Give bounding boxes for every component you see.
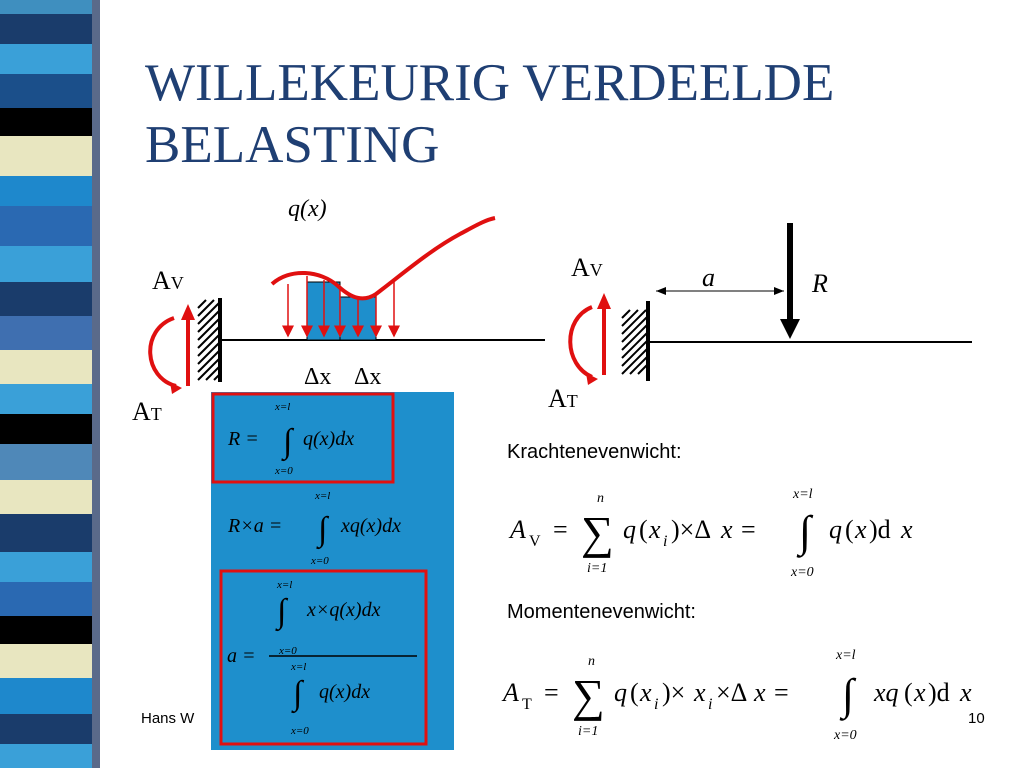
svg-text:∑: ∑ bbox=[581, 507, 614, 558]
svg-text:=: = bbox=[553, 515, 568, 544]
slide-number: 10 bbox=[968, 710, 985, 727]
svg-text:i: i bbox=[654, 696, 658, 713]
svg-text:)×: )× bbox=[662, 678, 685, 707]
svg-text:x=0: x=0 bbox=[790, 565, 814, 580]
fixed-support-wall-right bbox=[621, 301, 650, 381]
svg-text:x: x bbox=[854, 515, 867, 544]
fixed-support-wall bbox=[197, 298, 222, 382]
force-equilibrium-heading: Krachtenevenwicht: bbox=[507, 441, 682, 463]
load-curve bbox=[270, 216, 496, 301]
highlight-box-resultant bbox=[211, 392, 395, 484]
force-equilibrium-equation: A V = n ∑ i=1 q ( x i )×Δ x = x=l ∫ x=0 … bbox=[508, 487, 913, 580]
svg-text:∫: ∫ bbox=[275, 593, 289, 632]
svg-text:∑: ∑ bbox=[572, 670, 605, 721]
svg-text:)d: )d bbox=[928, 678, 950, 707]
slide-title: WILLEKEURIG VERDEELDE BELASTING bbox=[145, 52, 1005, 176]
svg-text:x: x bbox=[648, 515, 661, 544]
svg-text:R =: R = bbox=[227, 428, 259, 450]
svg-text:(: ( bbox=[630, 678, 639, 707]
svg-text:x: x bbox=[753, 678, 766, 707]
svg-text:A: A bbox=[508, 515, 526, 544]
svg-text:q: q bbox=[614, 678, 627, 707]
decorative-stripe-column bbox=[0, 0, 100, 768]
svg-text:(: ( bbox=[639, 515, 648, 544]
svg-text:x: x bbox=[693, 678, 706, 707]
svg-text:x: x bbox=[639, 678, 652, 707]
svg-text:x=0: x=0 bbox=[833, 728, 857, 743]
svg-text:xq(x)dx: xq(x)dx bbox=[340, 515, 401, 537]
svg-text:)d: )d bbox=[869, 515, 891, 544]
svg-text:x: x bbox=[913, 678, 926, 707]
title-line-2: BELASTING bbox=[145, 116, 440, 174]
svg-text:n: n bbox=[588, 654, 595, 669]
svg-text:)×Δ: )×Δ bbox=[671, 515, 711, 544]
formula-panel: x=l R = ∫ q(x)dx x=0 x=l R×a = ∫ xq(x)dx… bbox=[211, 392, 454, 750]
distance-label: a bbox=[702, 263, 715, 292]
formula-panel-equations: x=l R = ∫ q(x)dx x=0 x=l R×a = ∫ xq(x)dx… bbox=[211, 392, 428, 746]
vertical-reaction-label-left: AV bbox=[152, 266, 184, 295]
svg-text:V: V bbox=[529, 533, 541, 550]
svg-text:q(x)dx: q(x)dx bbox=[303, 428, 354, 450]
distributed-load-diagram bbox=[148, 216, 545, 394]
delta-x-label-2: Δx bbox=[354, 364, 382, 390]
svg-text:∫: ∫ bbox=[796, 507, 814, 558]
svg-text:x: x bbox=[959, 678, 972, 707]
svg-text:=: = bbox=[544, 678, 559, 707]
svg-text:∫: ∫ bbox=[291, 675, 305, 714]
svg-text:A: A bbox=[501, 678, 519, 707]
svg-text:T: T bbox=[522, 696, 532, 713]
svg-text:x=l: x=l bbox=[835, 648, 856, 663]
svg-text:x=l: x=l bbox=[792, 487, 813, 502]
footer-author: Hans W bbox=[141, 710, 195, 727]
svg-text:=: = bbox=[774, 678, 789, 707]
svg-text:×Δ: ×Δ bbox=[716, 678, 747, 707]
svg-text:q(x)dx: q(x)dx bbox=[319, 681, 370, 703]
svg-text:∫: ∫ bbox=[316, 511, 330, 550]
svg-text:x=0: x=0 bbox=[274, 465, 293, 477]
svg-text:R×a =: R×a = bbox=[227, 515, 282, 537]
svg-text:x=l: x=l bbox=[276, 579, 292, 591]
moment-arc-left bbox=[148, 316, 177, 388]
svg-text:x=l: x=l bbox=[290, 661, 306, 673]
moment-reaction-label-right: AT bbox=[548, 384, 578, 413]
svg-text:q: q bbox=[829, 515, 842, 544]
svg-text:x=0: x=0 bbox=[310, 555, 329, 567]
svg-text:x: x bbox=[720, 515, 733, 544]
svg-text:=: = bbox=[741, 515, 756, 544]
svg-text:x×q(x)dx: x×q(x)dx bbox=[306, 599, 381, 621]
delta-x-label-1: Δx bbox=[304, 364, 332, 390]
svg-text:∫: ∫ bbox=[281, 423, 295, 462]
moment-arc-right bbox=[568, 305, 593, 379]
svg-text:i: i bbox=[708, 696, 712, 713]
highlight-box-lever-arm bbox=[219, 569, 428, 746]
load-arrows bbox=[282, 276, 400, 338]
svg-text:x=0: x=0 bbox=[290, 725, 309, 737]
svg-text:xq: xq bbox=[873, 678, 899, 707]
svg-text:x=l: x=l bbox=[314, 490, 330, 502]
moment-equilibrium-equation: A T = n ∑ i=1 q ( x i )× x i ×Δ x = x=l … bbox=[501, 648, 972, 743]
moment-equilibrium-heading: Momentenevenwicht: bbox=[507, 601, 696, 623]
title-line-1: WILLEKEURIG VERDEELDE bbox=[145, 54, 835, 112]
svg-text:x=l: x=l bbox=[274, 401, 290, 413]
vertical-reaction-label-right: AV bbox=[571, 253, 603, 282]
svg-text:(: ( bbox=[845, 515, 854, 544]
svg-text:∫: ∫ bbox=[839, 670, 857, 721]
load-function-label: q(x) bbox=[288, 196, 327, 222]
svg-text:x=0: x=0 bbox=[278, 645, 297, 657]
svg-text:n: n bbox=[597, 491, 604, 506]
svg-text:i=1: i=1 bbox=[578, 724, 598, 739]
svg-text:(: ( bbox=[904, 678, 913, 707]
svg-text:i=1: i=1 bbox=[587, 561, 607, 576]
svg-text:i: i bbox=[663, 533, 667, 550]
resultant-force-label: R bbox=[812, 269, 828, 298]
moment-reaction-label-left: AT bbox=[132, 397, 162, 426]
svg-text:a =: a = bbox=[227, 645, 256, 667]
resultant-force-diagram bbox=[568, 223, 972, 385]
svg-text:q: q bbox=[623, 515, 636, 544]
svg-text:x: x bbox=[900, 515, 913, 544]
